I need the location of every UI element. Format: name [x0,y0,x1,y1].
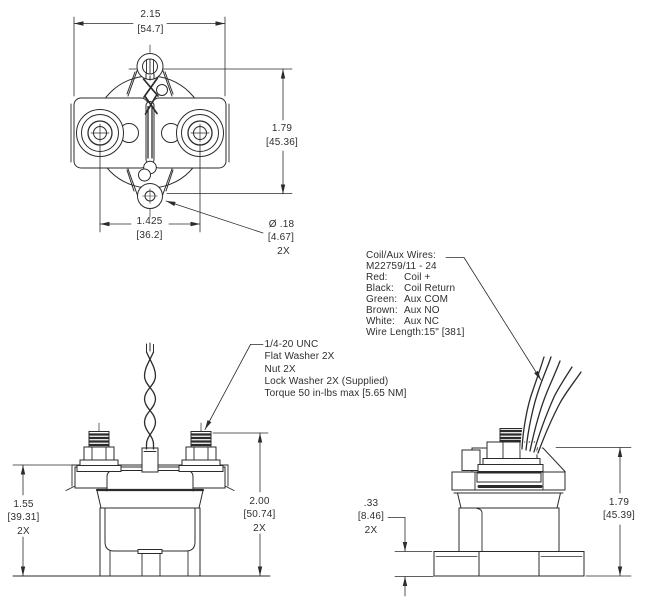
coil-wires-side [520,355,583,455]
overall-height-dim-mm: [50.74] [243,509,276,520]
terminal-stud-right [176,109,224,157]
overall-height-dim-qty: 2X [253,522,266,534]
hole-diameter-dim-qty: 2X [277,245,290,257]
foot-height-dim-qty: 2X [364,524,378,536]
top-height-dim-in: 1.79 [271,123,293,134]
note-line: Flat Washer 2X [264,351,335,363]
overall-height-dim-in: 2.00 [249,495,270,507]
terminal-spacing-dim-mm: [36.2] [136,230,163,241]
note-line: Torque 50 in-lbs max [5.65 NM] [264,388,407,400]
note-line: Brown:Aux NO [366,304,440,316]
note-line: Nut 2X [264,363,296,375]
hole-diameter-dim-in: Ø .18 [268,218,295,230]
hole-diameter-dim-mm: [4.67] [267,232,295,243]
note-line: Black:Coil Return [366,282,456,294]
terminal-stud-front-right [178,422,224,472]
flange-height-dim-in: 1.55 [13,498,34,510]
note-line: 1/4-20 UNC [264,339,319,350]
note-line: Coil/Aux Wires: [366,249,436,261]
note-line: White:Aux NC [366,315,440,327]
note-line: Wire Length:15" [381] [366,326,465,338]
hardware-note: 1/4-20 UNC Flat Washer 2X Nut 2X Lock Wa… [265,339,407,400]
mounting-hole-top [136,44,164,80]
coil-aux-wires-note: Coil/Aux Wires: M22759/11 - 24 Red:Coil … [366,250,465,338]
flange-height-dim-mm: [39.31] [7,512,40,523]
side-view-dimension-lines [387,257,623,597]
note-line: Lock Washer 2X (Supplied) [264,375,389,387]
mounting-hole-bottom [137,183,163,218]
foot-height-dim-mm: [8.46] [357,511,385,522]
coil-wires-front [141,342,159,473]
top-width-dim-in: 2.15 [140,9,161,20]
front-view-drawing [12,342,271,577]
top-view-drawing [70,16,293,234]
terminal-spacing-dim-in: 1.425 [136,216,163,227]
top-width-dim-mm: [54.7] [137,23,164,35]
note-line: Green:Aux COM [366,293,449,305]
flange-height-dim-qty: 2X [17,525,30,537]
side-height-dim-mm: [45.39] [603,510,635,521]
side-view-drawing [387,257,632,597]
terminal-stud-side [477,428,544,472]
foot-height-dim-in: .33 [363,497,379,509]
front-view-dimension-lines [20,344,264,577]
note-line: M22759/11 - 24 [366,260,437,272]
terminal-stud-left [76,109,124,157]
top-height-dim-mm: [45.36] [266,137,298,148]
top-view-dimension-lines [73,21,286,234]
terminal-stud-front-left [76,422,122,472]
side-height-dim-in: 1.79 [608,496,630,508]
wire-twist-detail-top [142,73,159,115]
note-line: Red:Coil + [366,271,431,283]
